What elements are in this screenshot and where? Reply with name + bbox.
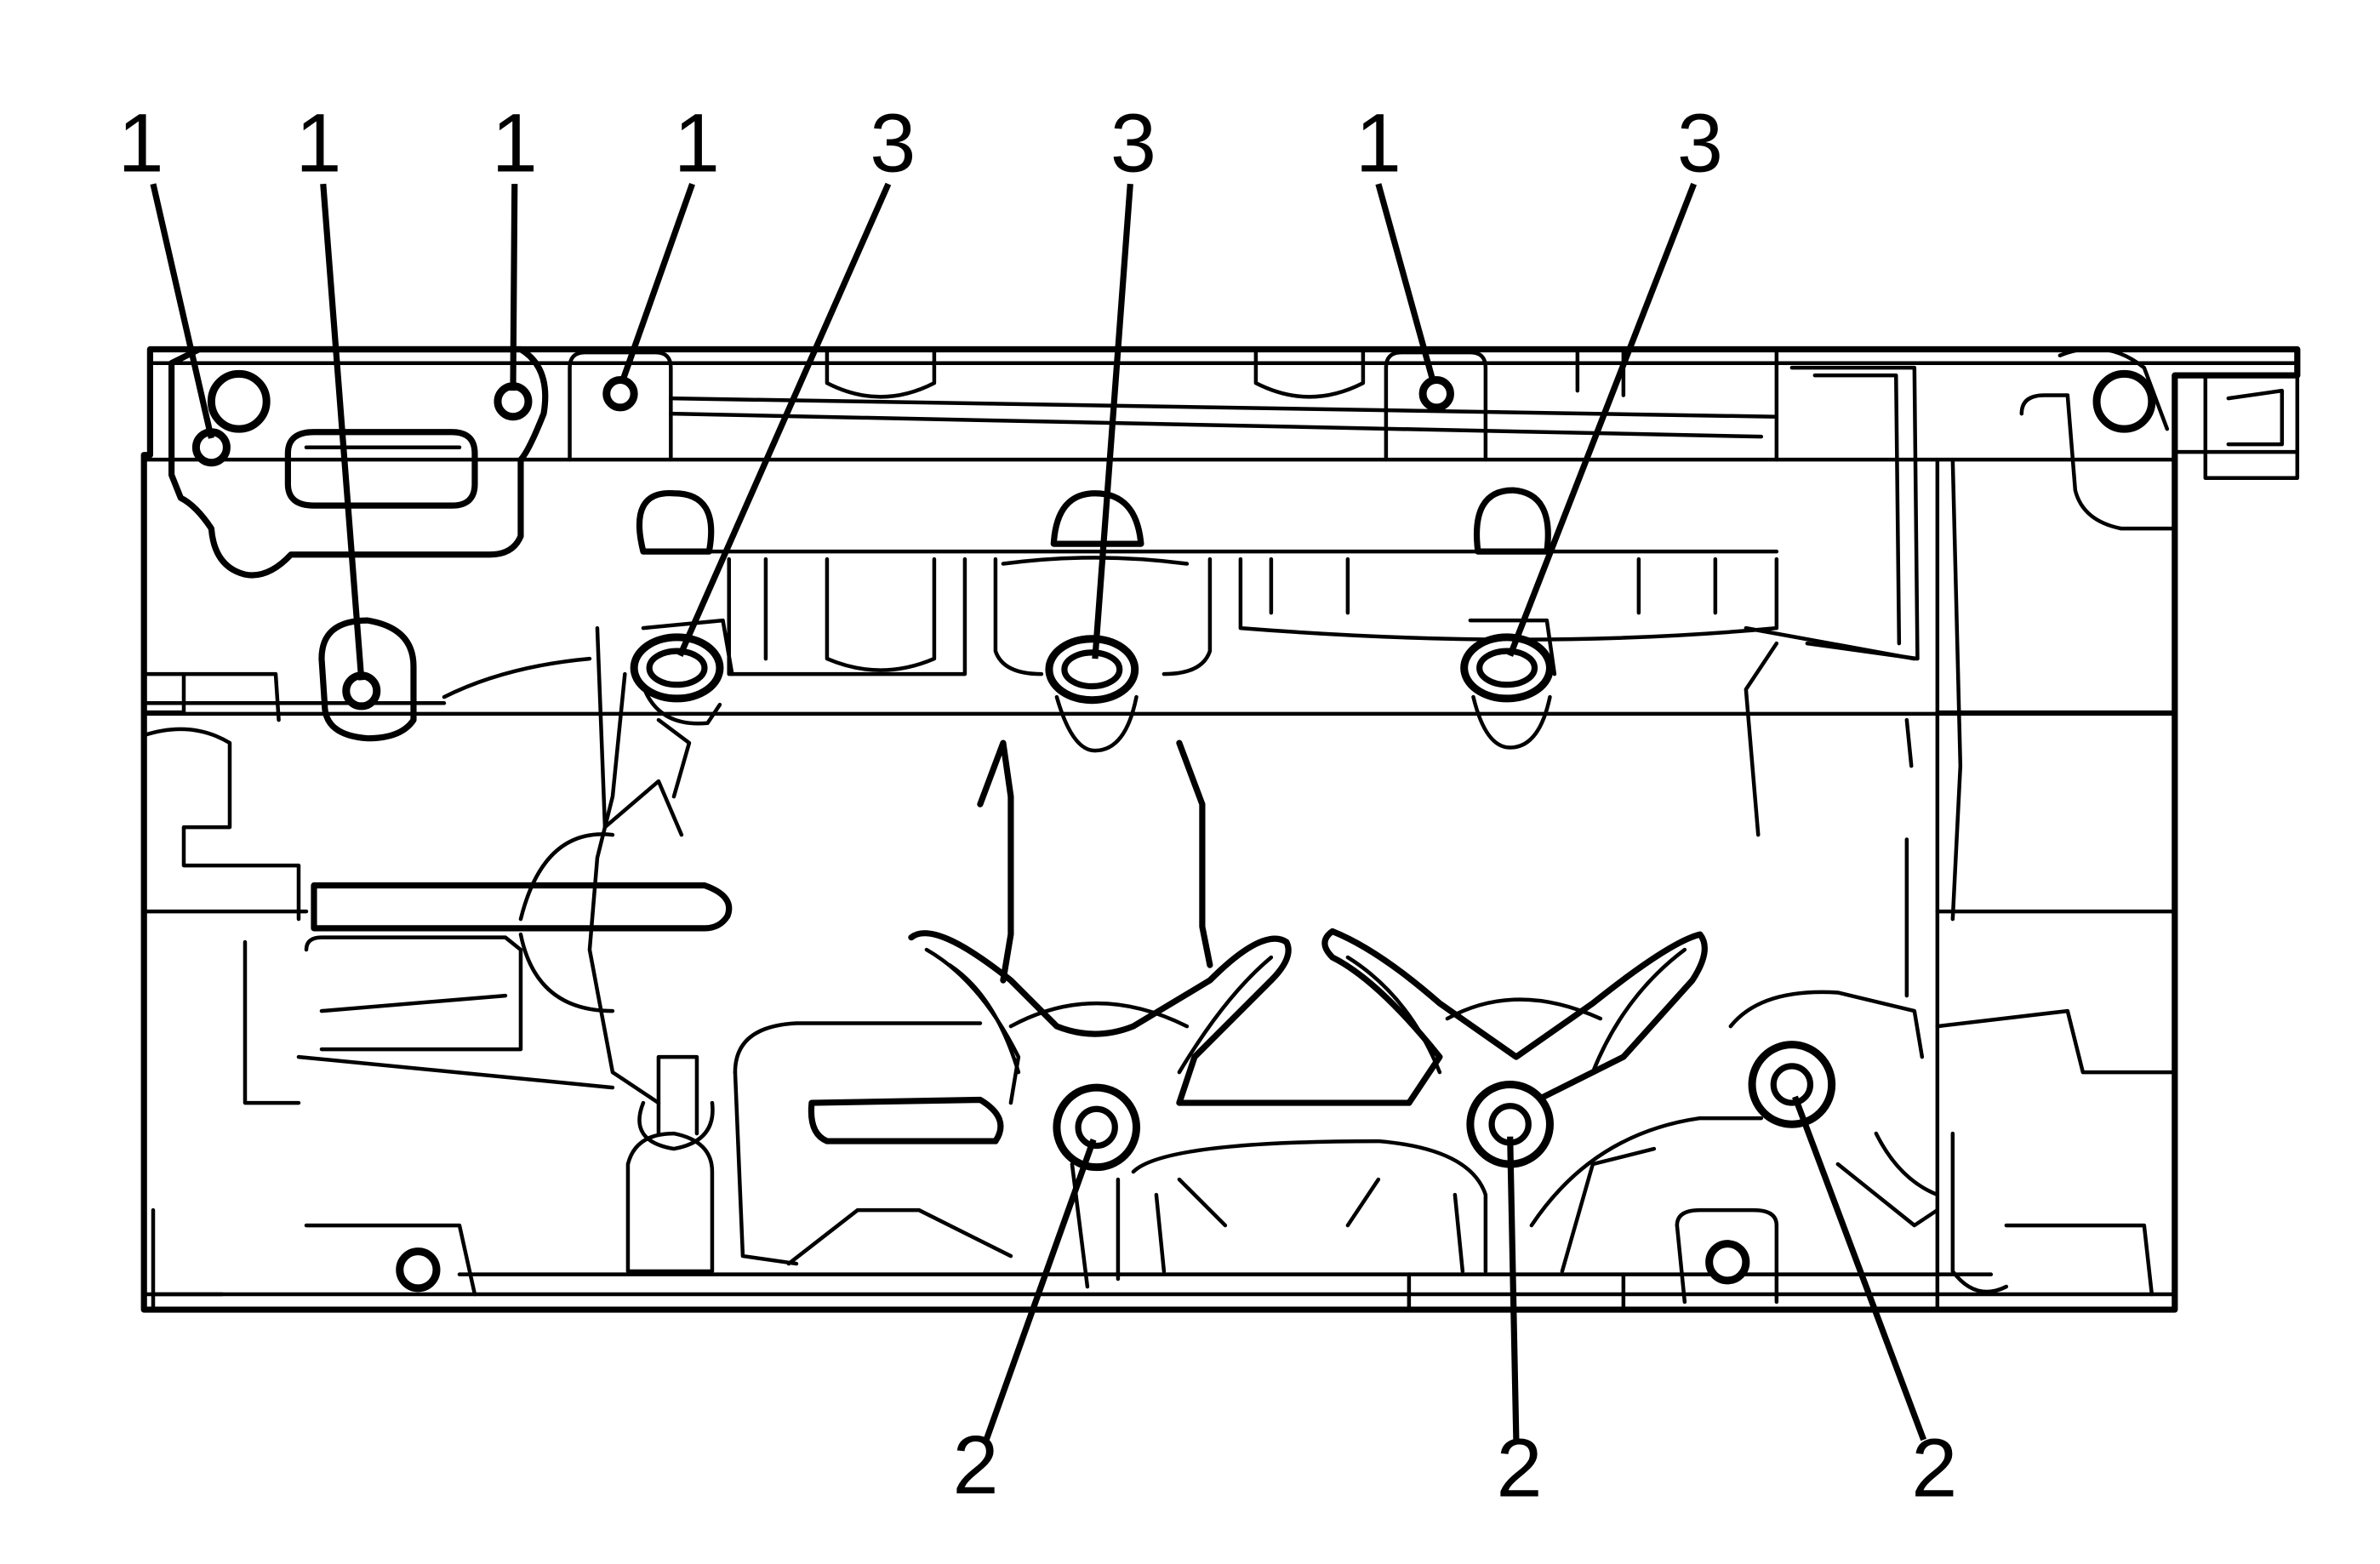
callout-label: 3 — [1110, 97, 1156, 190]
bolt-hole — [396, 1247, 441, 1293]
lower-structure — [625, 346, 2177, 1312]
callout-label: 2 — [1496, 1422, 1542, 1515]
bolt-hole — [1705, 1240, 1750, 1285]
callout-label: 2 — [952, 1418, 998, 1511]
callout-label: 3 — [870, 97, 916, 190]
callout-label: 1 — [492, 97, 538, 190]
upper-ribs — [636, 487, 1917, 837]
bolt-hole-callout-1 — [1418, 376, 1454, 412]
callout-label: 1 — [118, 97, 164, 190]
bolt-holes — [191, 369, 2156, 1293]
bolt-hole-callout-1 — [602, 376, 638, 412]
callout-label: 1 — [295, 97, 341, 190]
callout-label: 2 — [1911, 1422, 1957, 1515]
leader-lines — [150, 182, 1927, 1441]
left-side-structure — [141, 617, 733, 1312]
housing-outline — [140, 345, 2301, 1313]
bolt-hole — [207, 369, 271, 433]
callout-labels: 1 1 1 1 3 3 1 3 2 2 2 — [118, 97, 1958, 1515]
front-cover-flange — [168, 345, 1920, 661]
bolt-hole — [2092, 369, 2156, 433]
callout-label: 1 — [674, 97, 720, 190]
callout-label: 1 — [1356, 97, 1401, 190]
baffle-fingers — [908, 739, 1708, 1106]
callout-label: 3 — [1677, 97, 1723, 190]
